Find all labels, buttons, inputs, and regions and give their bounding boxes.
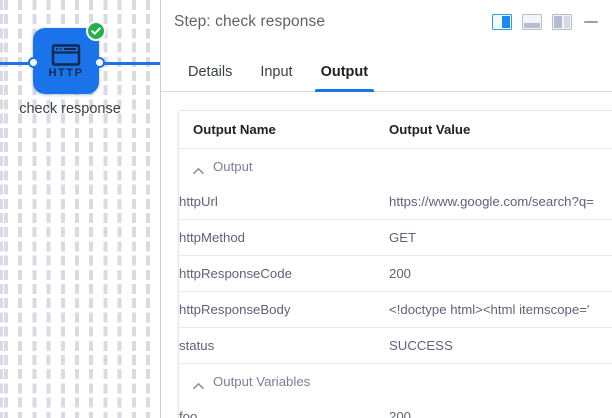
- minimize-icon[interactable]: [584, 21, 598, 23]
- output-value-cell: <!doctype html><html itemscope=': [389, 291, 612, 328]
- group-label-output: Output: [213, 159, 253, 174]
- http-browser-icon: [51, 43, 81, 66]
- output-table: Output Name Output Value: [179, 111, 612, 418]
- output-value-cell: https://www.google.com/search?q=: [389, 184, 612, 220]
- node-icon-label: HTTP: [48, 66, 84, 79]
- output-value-cell: 200: [389, 409, 412, 418]
- table-row[interactable]: httpResponseBody <!doctype html><html it…: [179, 291, 612, 328]
- tab-details[interactable]: Details: [188, 64, 233, 80]
- group-row-output-variables[interactable]: Output Variables: [179, 364, 612, 400]
- node-label: check response: [19, 101, 121, 117]
- table-row[interactable]: httpResponseCode 200: [179, 255, 612, 292]
- output-name-cell: httpResponseCode: [179, 255, 389, 292]
- group-label-output-variables: Output Variables: [213, 374, 311, 389]
- layout-right-panel-icon[interactable]: [492, 14, 512, 30]
- success-check-icon: [86, 21, 106, 41]
- output-name-cell: httpResponseBody: [179, 291, 389, 328]
- table-row[interactable]: httpUrl https://www.google.com/search?q=: [179, 184, 612, 220]
- output-name-cell: status: [179, 327, 389, 364]
- chevron-up-icon: [193, 378, 204, 389]
- table-header-row: Output Name Output Value: [179, 111, 612, 149]
- panel-divider[interactable]: [160, 0, 161, 418]
- output-value-cell: SUCCESS: [389, 327, 612, 364]
- output-value-cell: 200: [389, 255, 612, 292]
- tab-output[interactable]: Output: [307, 64, 383, 92]
- column-header-output-name: Output Name: [179, 111, 389, 149]
- node-output-port[interactable]: [94, 57, 105, 68]
- layout-bottom-panel-icon[interactable]: [522, 14, 542, 30]
- output-name-cell: httpUrl: [179, 184, 389, 220]
- table-row[interactable]: httpMethod GET: [179, 219, 612, 256]
- layout-side-panel-icon[interactable]: [552, 14, 572, 30]
- table-row[interactable]: status SUCCESS: [179, 327, 612, 364]
- output-value-cell: GET: [389, 219, 612, 256]
- table-row[interactable]: foo 200: [179, 399, 612, 418]
- panel-header-actions: [492, 14, 600, 30]
- output-table-card: Output Name Output Value: [178, 110, 612, 418]
- panel-title: Step: check response: [174, 13, 326, 30]
- panel-header: Step: check response: [161, 0, 612, 44]
- output-name-cell: foo: [179, 409, 198, 418]
- workflow-canvas[interactable]: HTTP check response: [0, 0, 161, 418]
- column-header-output-value: Output Value: [389, 111, 612, 149]
- output-name-cell: httpMethod: [179, 219, 389, 256]
- group-row-output[interactable]: Output: [179, 149, 612, 185]
- panel-tabs: Details Input Output: [161, 44, 612, 92]
- chevron-up-icon: [193, 163, 204, 174]
- step-details-panel: Step: check response Details Input Outpu…: [161, 0, 612, 418]
- tab-input[interactable]: Input: [260, 64, 293, 80]
- node-input-port[interactable]: [28, 57, 39, 68]
